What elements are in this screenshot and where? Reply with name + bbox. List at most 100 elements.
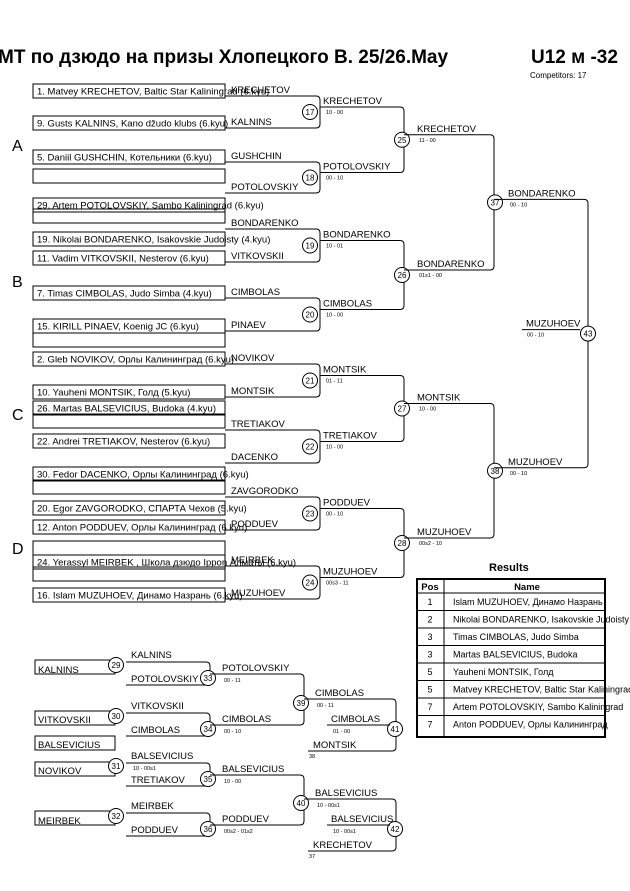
- empty-entry-box: [32, 479, 226, 495]
- round2-connector: [315, 496, 321, 531]
- entry-label: 26. Martas BALSEVICIUS, Budoka (4.kyu): [37, 404, 216, 415]
- match-number-circle: [302, 505, 318, 522]
- round1-name: VITKOVSKII: [231, 251, 284, 262]
- repechage-r1-entry: BALSEVICIUS: [38, 740, 100, 751]
- match-number-label: 24: [306, 579, 315, 588]
- match-number-circle: [302, 372, 318, 389]
- entry-label: 20. Egor ZAVGORODKO, СПАРТА Чехов (5.kyu…: [37, 504, 247, 515]
- repechage-r2-name: CIMBOLAS: [222, 714, 271, 725]
- match-number-label: 17: [306, 108, 315, 117]
- entry-row: 22. Andrei TRETIAKOV, Nesterov (6.kyu): [32, 433, 226, 449]
- entry-row: 20. Egor ZAVGORODKO, СПАРТА Чехов (5.kyu…: [32, 500, 247, 516]
- results-name: Timas CIMBOLAS, Judo Simba: [453, 632, 579, 642]
- round2-score: 10 - 00: [326, 110, 343, 116]
- round2-match-number: 19: [302, 237, 318, 254]
- round1-slot: VITKOVSKII: [225, 251, 316, 263]
- results-name: Yauheni MONTSIK, Голд: [453, 667, 554, 677]
- round2-match-number: 18: [302, 169, 318, 186]
- entry-label: 11. Vadim VITKOVSKII, Nesterov (6.kyu): [37, 254, 209, 265]
- repechage-r1-name: VITKOVSKII: [131, 701, 184, 712]
- match-number-circle: [108, 657, 124, 673]
- repechage-r1-name: KALNINS: [131, 650, 172, 661]
- match-number-label: 33: [204, 674, 213, 683]
- results-name: Martas BALSEVICIUS, Budoka: [453, 650, 578, 660]
- round3-score: 00s2 - 10: [419, 541, 442, 547]
- match-number-label: 39: [297, 699, 306, 708]
- match-number-circle: [302, 438, 318, 455]
- round2-score: 10 - 00: [326, 313, 343, 319]
- repechage-r2-match-number: 36: [200, 821, 216, 837]
- bronze-match-number: 42: [387, 821, 403, 837]
- main-bracket: 1. Matvey KRECHETOV, Baltic Star Kalinin…: [12, 83, 596, 603]
- round2-connector: [315, 565, 321, 600]
- round2-score: 01 - 11: [326, 379, 343, 385]
- entry-label: 9. Gusts KALNINS, Kano džudo klubs (6.ky…: [37, 119, 228, 130]
- match-number-circle: [387, 821, 403, 837]
- repechage-r1-entry: KALNINS: [38, 665, 79, 676]
- round1-name: MUZUHOEV: [231, 588, 286, 599]
- results-frame: [416, 578, 606, 738]
- match-number-label: 38: [491, 467, 500, 476]
- round2-score: 00 - 10: [326, 512, 343, 518]
- round1-name: KALNINS: [231, 117, 272, 128]
- round1-name: KRECHETOV: [231, 85, 291, 96]
- semi-name: MUZUHOEV: [508, 457, 563, 468]
- match-number-label: 37: [491, 198, 500, 207]
- match-number-label: 21: [306, 377, 315, 386]
- repechage-entry-box: [34, 735, 116, 751]
- match-number-circle: [108, 708, 124, 724]
- entry-row: 1. Matvey KRECHETOV, Baltic Star Kalinin…: [32, 83, 269, 99]
- repechage-r1-name: MEIRBEK: [131, 801, 174, 812]
- results-pos: 3: [427, 650, 432, 660]
- results-header-pos: Pos: [421, 582, 438, 593]
- results-name: Islam MUZUHOEV, Динамо Назрань: [453, 597, 603, 607]
- round1-name: BONDARENKO: [231, 218, 299, 229]
- round2-score: 00s3 - 11: [326, 581, 349, 587]
- round2-match-number: 23: [302, 505, 318, 522]
- entry-box: [32, 384, 226, 400]
- round2-match-number: 17: [302, 104, 318, 120]
- round2-name: BONDARENKO: [323, 230, 391, 241]
- match-number-circle: [487, 194, 503, 211]
- pool-letter: B: [12, 274, 23, 291]
- round1-slot: ZAVGORODKO: [225, 486, 316, 498]
- empty-entry-box: [32, 168, 226, 184]
- repechage-r1-score: 10 - 00s1: [133, 766, 156, 772]
- repechage-r3-match-number: 39: [293, 695, 309, 711]
- semi-match-number: 37: [487, 194, 503, 211]
- entry-label: 16. Islam MUZUHOEV, Динамо Назрань (6.ky…: [37, 591, 243, 602]
- repechage-r2-score: 00 - 11: [224, 678, 241, 684]
- final-score: 00 - 10: [527, 333, 544, 339]
- round1-slot: PODDUEV: [225, 519, 316, 531]
- round1-slot: BONDARENKO: [225, 218, 316, 230]
- pool-letter: C: [12, 407, 24, 424]
- match-number-label: 43: [584, 330, 593, 339]
- round1-name: PINAEV: [231, 320, 267, 331]
- entry-box: [32, 466, 226, 482]
- entry-label: 12. Anton PODDUEV, Орлы Калининград (6.k…: [37, 523, 247, 534]
- entry-row: 7. Timas CIMBOLAS, Judo Simba (4.kyu): [32, 285, 226, 301]
- match-number-circle: [302, 169, 318, 186]
- match-number-label: 36: [204, 825, 213, 834]
- repechage-r2-name: POTOLOVSKIY: [222, 663, 290, 674]
- results-row: 3 Martas BALSEVICIUS, Budoka: [417, 645, 605, 660]
- entry-box: [32, 285, 226, 301]
- results-title: Results: [489, 562, 529, 574]
- entry-label: 24. Yerassyl MEIRBEK , Школа дзюдо Ippon…: [37, 558, 296, 569]
- round1-name: MEIRBEK: [231, 555, 274, 566]
- match-number-label: 31: [112, 762, 121, 771]
- repechage-r3-name: BALSEVICIUS: [315, 788, 377, 799]
- round2-match-number: 22: [302, 438, 318, 455]
- match-number-label: 29: [112, 661, 121, 670]
- bronze-winner-name: BALSEVICIUS: [331, 814, 393, 825]
- match-number-label: 28: [398, 539, 407, 548]
- entry-box: [32, 433, 226, 449]
- entry-box: [32, 351, 226, 367]
- round3-match-number: 25: [394, 131, 410, 148]
- round1-name: MONTSIK: [231, 386, 275, 397]
- repechage-r1-match-number: 32: [108, 808, 124, 824]
- repechage-r1-match-number: 29: [108, 657, 124, 673]
